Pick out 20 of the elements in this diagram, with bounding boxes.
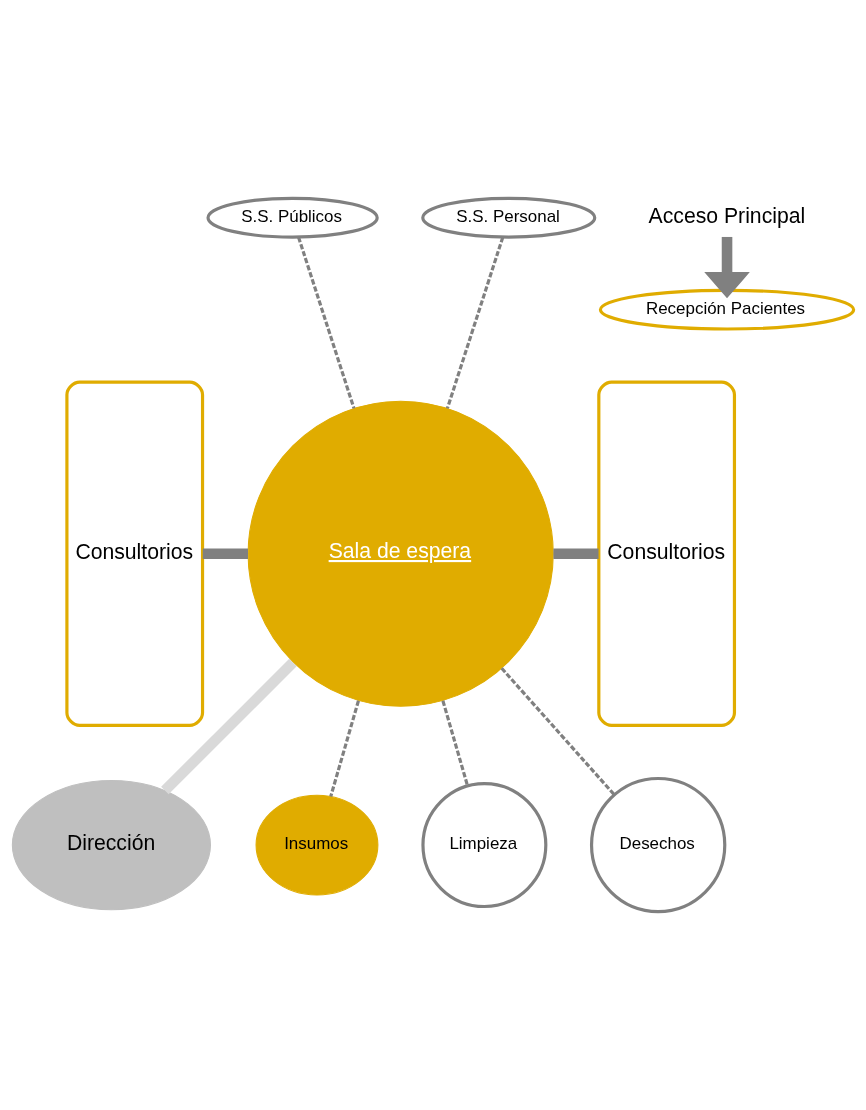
node-ellipse: Insumos — [255, 794, 379, 896]
node-ellipse: S.S. Públicos — [206, 196, 379, 239]
node-ellipse: Recepción Pacientes — [598, 288, 856, 331]
node-text: Acceso Principal — [648, 204, 806, 228]
node-circle: Sala de espera — [247, 400, 554, 707]
connector — [297, 236, 356, 409]
node-ellipse: S.S. Personal — [421, 196, 597, 239]
connector — [202, 548, 248, 560]
connector — [329, 700, 360, 797]
connector — [553, 548, 599, 560]
node-box: Consultorios — [597, 380, 737, 727]
node-circle: Desechos — [589, 776, 727, 914]
connector — [445, 236, 505, 409]
connector — [441, 700, 470, 787]
node-box: Consultorios — [65, 380, 205, 727]
node-ellipse: Dirección — [11, 779, 211, 911]
connector — [161, 658, 297, 795]
node-circle: Limpieza — [421, 782, 548, 909]
arrow — [704, 236, 750, 299]
connector — [500, 667, 616, 796]
